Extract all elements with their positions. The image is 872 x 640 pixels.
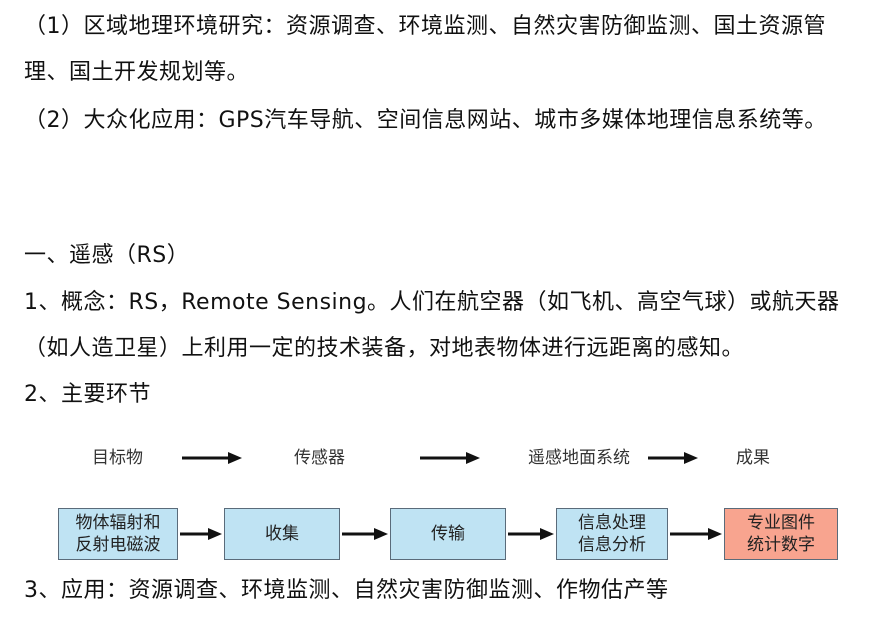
- arrow-right-icon: [342, 527, 388, 541]
- paragraph-application: 3、应用：资源调查、环境监测、自然灾害防御监测、作物估产等: [24, 578, 669, 603]
- section-heading-rs: 一、遥感（RS）: [24, 243, 190, 268]
- box-collect: 收集: [224, 508, 340, 560]
- box-result: 专业图件 统计数字: [724, 508, 838, 560]
- box-transmit: 传输: [390, 508, 506, 560]
- arrow-right-icon: [508, 527, 554, 541]
- arrow-right-icon: [182, 451, 242, 465]
- stage-label-ground-system: 遥感地面系统: [528, 448, 630, 468]
- arrow-right-icon: [420, 451, 480, 465]
- remote-sensing-flow-diagram: 目标物 传感器 遥感地面系统 成果 物体辐射和 反射电磁波 收集 传输 信息处理…: [0, 430, 872, 570]
- arrow-right-icon: [648, 451, 698, 465]
- paragraph-main-links: 2、主要环节: [24, 382, 151, 407]
- box-processing: 信息处理 信息分析: [556, 508, 668, 560]
- paragraph-regional-research: （1）区域地理环境研究：资源调查、环境监测、自然灾害防御监测、国土资源管理、国土…: [24, 14, 826, 85]
- arrow-right-icon: [670, 527, 722, 541]
- stage-label-sensor: 传感器: [294, 448, 345, 468]
- arrow-right-icon: [180, 527, 222, 541]
- stage-label-result: 成果: [736, 448, 770, 468]
- box-radiation: 物体辐射和 反射电磁波: [58, 508, 178, 560]
- paragraph-concept: 1、概念：RS，Remote Sensing。人们在航空器（如飞机、高空气球）或…: [24, 290, 840, 361]
- stage-label-target: 目标物: [92, 448, 143, 468]
- paragraph-public-application: （2）大众化应用：GPS汽车导航、空间信息网站、城市多媒体地理信息系统等。: [24, 108, 827, 133]
